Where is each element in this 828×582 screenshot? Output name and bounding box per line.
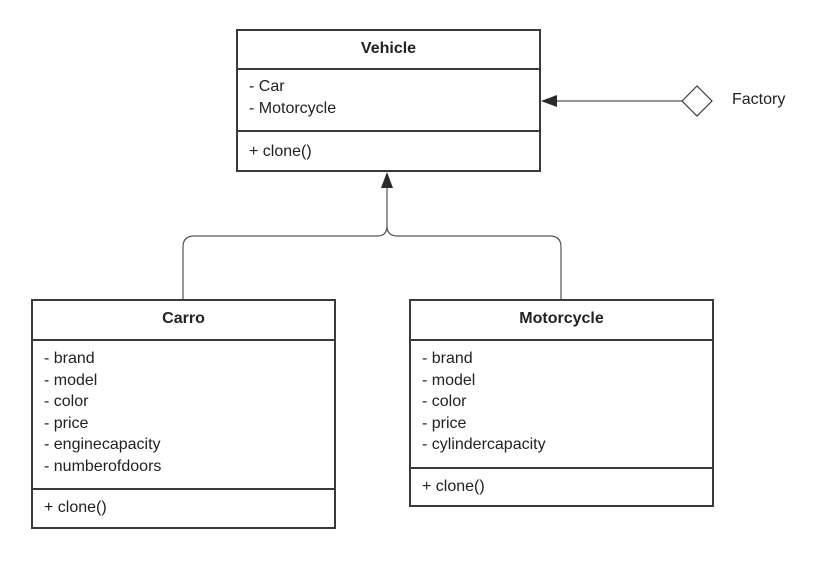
attribute: - price xyxy=(44,414,89,432)
class-motorcycle[interactable]: Motorcycle - brand - model - color - pri… xyxy=(409,299,714,507)
attribute-compartment: - brand - model - color - price - cylind… xyxy=(411,341,712,469)
attribute-compartment: - brand - model - color - price - engine… xyxy=(33,341,334,490)
attribute: - enginecapacity xyxy=(44,436,161,454)
attribute: - color xyxy=(44,393,89,411)
attribute: - model xyxy=(422,371,476,389)
motorcycle-generalization-line xyxy=(386,225,562,299)
class-name: Carro xyxy=(33,301,334,341)
operation: + clone() xyxy=(249,143,312,160)
attribute: - Car xyxy=(249,78,285,95)
attribute-compartment: - Car - Motorcycle xyxy=(238,70,539,132)
attribute: - numberofdoors xyxy=(44,457,162,475)
operation-compartment: + clone() xyxy=(411,469,712,498)
operation-compartment: + clone() xyxy=(33,490,334,519)
class-carro[interactable]: Carro - brand - model - color - price - … xyxy=(31,299,336,529)
attribute: - color xyxy=(422,393,467,411)
operation-compartment: + clone() xyxy=(238,132,539,163)
generalization-arrowhead xyxy=(381,172,393,188)
class-name: Vehicle xyxy=(238,31,539,70)
attribute: - Motorcycle xyxy=(249,99,337,117)
attribute: - brand xyxy=(422,350,473,367)
attribute: - cylindercapacity xyxy=(422,436,546,454)
class-vehicle[interactable]: Vehicle - Car - Motorcycle + clone() xyxy=(236,29,541,172)
factory-diamond-icon xyxy=(681,85,713,117)
attribute: - price xyxy=(422,414,467,432)
operation: + clone() xyxy=(44,499,107,516)
factory-arrowhead xyxy=(541,95,557,107)
attribute: - model xyxy=(44,371,98,389)
operation: + clone() xyxy=(422,478,485,495)
class-name: Motorcycle xyxy=(411,301,712,341)
factory-label: Factory xyxy=(732,91,786,108)
carro-generalization-line xyxy=(182,188,388,299)
attribute: - brand xyxy=(44,350,95,367)
